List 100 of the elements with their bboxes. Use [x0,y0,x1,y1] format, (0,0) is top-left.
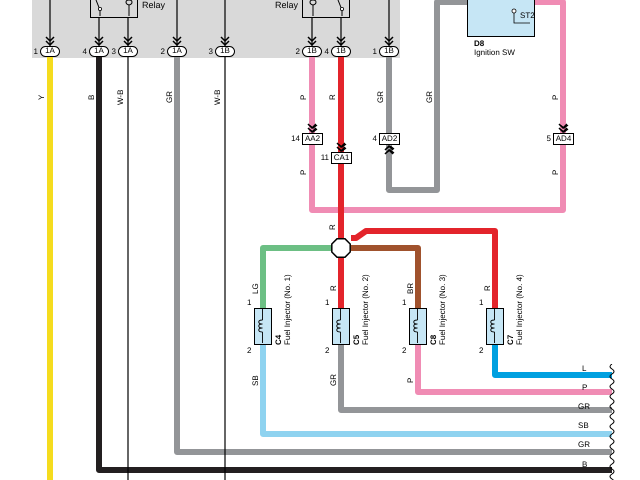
inline-connector: CA1 [331,152,352,164]
fuel-injector-box [486,308,504,345]
signal-line [384,0,394,46]
component-code: C7 [506,334,515,345]
component-code: D8 [474,39,484,48]
wire-color-label: GR [376,91,385,103]
wire-color-label: SB [578,421,589,430]
wire [351,245,421,308]
relay-label: Relay [274,0,298,10]
terminal-label: ST2 [520,11,535,20]
wire [96,57,612,473]
pin-number: 4 [82,47,87,56]
wire-color-label: R [483,285,492,291]
wire-color-label: SB [251,374,260,386]
relay-box [302,0,350,18]
wire [260,245,331,308]
connector-pin: 1B [302,46,322,57]
pin-number: 1 [372,47,377,56]
wire [415,345,612,395]
wire-color-label: GR [425,91,434,103]
fuel-injector-box [332,308,350,345]
wire-color-label: GR [329,374,338,386]
connector-pin: 1B [331,46,351,57]
fuel-injector-box [409,308,427,345]
connector-pin: 1B [379,46,399,57]
component-name: Fuel Injector (No. 2) [361,274,370,345]
wire-color-label: B [582,460,588,469]
wire-color-label: LG [251,282,260,294]
pin-number: 4 [372,134,377,143]
inline-connector: AD2 [379,133,400,145]
component-code: C5 [352,334,361,345]
wire-color-label: R [328,224,337,230]
fuel-injector-box [254,308,272,345]
wire-color-label: R [329,285,338,291]
signal-line [94,18,104,46]
connector-pin: 1A [167,46,187,57]
wire-color-label: P [406,377,415,382]
terminal-number: 2 [402,346,406,355]
wire [338,345,612,413]
wire [338,258,344,308]
signal-line [336,18,346,46]
wire [174,57,612,455]
terminal-number: 2 [247,346,252,355]
connector-pin: 1B [215,46,235,57]
connector-pin: 1A [118,46,138,57]
pin-number: 3 [112,47,116,56]
wire-color-label: P [299,94,308,100]
pin-number: 4 [324,47,329,56]
wire-color-label: P [582,383,588,392]
wire-color-label: BR [406,282,415,294]
component-name: Fuel Injector (No. 1) [283,274,292,345]
component-code: C4 [274,334,283,345]
wire [222,57,228,480]
wire-color-label: R [328,94,337,100]
signal-line [45,0,55,46]
connector-pin: 1A [89,46,109,57]
pin-number: 2 [160,47,165,56]
wire-color-label: P [551,169,560,174]
terminal-number: 2 [325,346,330,355]
signal-line [123,18,133,46]
terminal-number: 1 [325,298,330,307]
wire-color-label: P [551,94,560,100]
wire-color-label: W-B [213,89,222,104]
wire [351,228,498,308]
wire-color-label: B [87,94,96,100]
relay-label: Relay [142,0,166,10]
wire-color-label: Y [37,94,46,100]
wire-color-label: W-B [116,89,125,104]
component-name: Fuel Injector (No. 4) [515,274,524,345]
wire [338,164,344,238]
signal-line [172,0,182,46]
wire [260,345,612,437]
inline-connector: AA2 [302,133,323,145]
terminal-number: 1 [402,298,406,307]
pin-number: 14 [291,134,300,143]
wire [386,57,392,133]
wire-color-label: GR [165,91,174,103]
wire [47,57,53,480]
connector-pin: 1A [40,46,60,57]
wire [492,345,612,378]
signal-line [307,18,317,46]
wire-color-label: GR [578,440,590,449]
terminal-number: 1 [479,298,484,307]
wire-color-label: GR [578,402,590,411]
wire [307,57,317,133]
pin-number: 3 [208,47,213,56]
wire [125,57,131,480]
pin-number: 2 [296,47,300,56]
wire-color-label: L [582,364,586,373]
splice-junction [331,238,351,258]
component-name: Ignition SW [474,48,515,57]
inline-connector: AD4 [553,133,574,145]
pin-number: 5 [546,134,551,143]
terminal-number: 2 [479,346,484,355]
wire [535,0,568,133]
component-code: C8 [429,334,438,345]
wire [309,145,566,213]
wire-color-label: P [299,169,308,174]
wire [384,0,467,193]
component-name: Fuel Injector (No. 3) [438,274,447,345]
